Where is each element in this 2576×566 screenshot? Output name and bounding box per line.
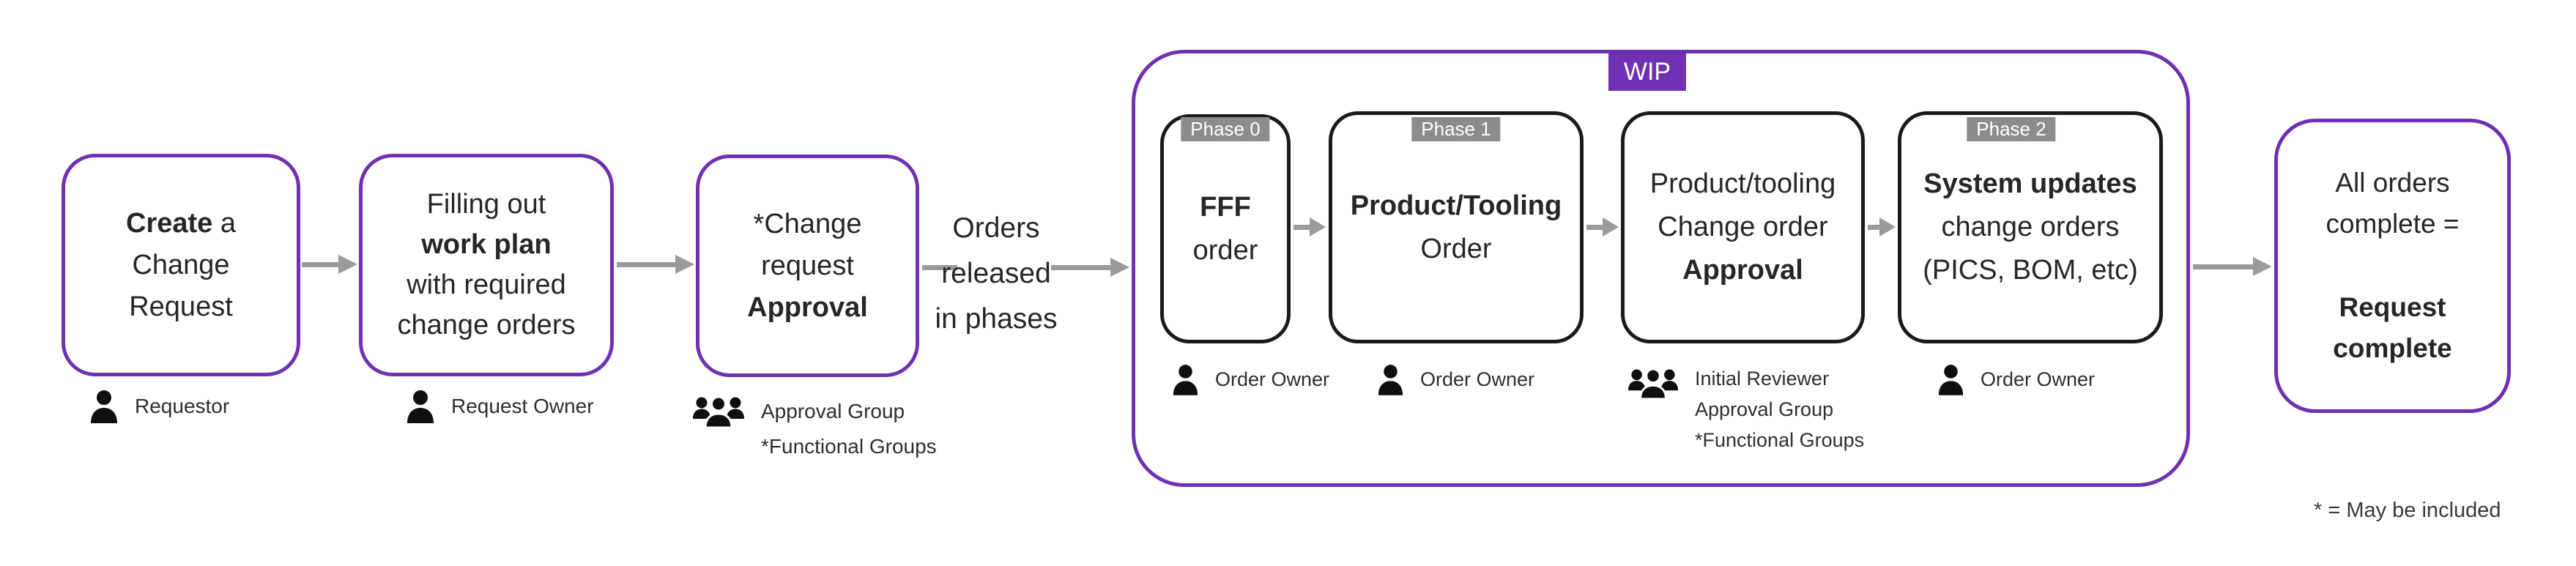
box-text-line: Create a (126, 207, 236, 239)
wip-badge: WIP (1608, 53, 1686, 91)
role-label: Request Owner (451, 395, 594, 417)
box-text-line: Product/tooling (1649, 168, 1836, 199)
change-order-approval-box: Product/tooling Change order Approval (1621, 111, 1865, 343)
box-text-line: Approval (747, 291, 868, 323)
role-label: *Functional Groups (1695, 429, 1865, 451)
box-text-line: Request (2339, 292, 2446, 322)
box-text-line: change orders (1941, 212, 2120, 242)
box-text-line: Approval (1682, 255, 1803, 286)
request-complete-box: All orders complete = Request complete (2274, 119, 2511, 413)
box-text-line: Filling out (426, 189, 546, 220)
box-text-line: Change order (1658, 212, 1828, 242)
box-text-line: All orders (2335, 168, 2450, 198)
box-text-line: complete = (2326, 209, 2460, 239)
box-text-line: work plan (421, 229, 552, 260)
step-change-request-approval-box: *Change request Approval (696, 154, 919, 377)
role-label-group: Initial Reviewer Approval Group *Functio… (1695, 363, 1864, 455)
arrow-transition-to-wip (1051, 258, 1129, 277)
person-icon (1938, 365, 1964, 395)
role-label: Approval Group (1695, 398, 1834, 420)
arrow-co-approval-to-system-updates (1868, 217, 1896, 237)
box-text-line: FFF (1200, 191, 1251, 223)
role-label: Initial Reviewer (1695, 368, 1830, 390)
transition-line: released (941, 258, 1051, 289)
transition-line: in phases (935, 303, 1058, 335)
phase2-system-updates-box: System updates change orders (PICS, BOM,… (1898, 111, 2163, 343)
box-text-line: Product/Tooling (1350, 190, 1562, 221)
phase0-fff-order-box: FFF order (1160, 114, 1291, 343)
people-group-icon (1627, 368, 1679, 399)
phase1-product-tooling-order-box: Product/Tooling Order (1329, 111, 1584, 343)
people-group-icon (693, 395, 744, 428)
phase1-badge: Phase 1 (1411, 117, 1501, 141)
step-work-plan-box: Filling out work plan with required chan… (359, 154, 614, 376)
role-label: Order Owner (1215, 368, 1330, 390)
transition-label-orders-released: Orders released in phases (912, 206, 1080, 342)
box-text-line: Request (129, 291, 233, 322)
box-text-line: Change (132, 249, 230, 280)
role-label: *Functional Groups (761, 435, 937, 458)
arrow-fff-to-product-tooling (1293, 217, 1326, 237)
box-text-line: change orders (397, 310, 576, 340)
person-icon (91, 390, 117, 423)
role-order-owner-phase2: Order Owner (1937, 364, 2095, 395)
person-icon (407, 390, 434, 423)
phase2-badge: Phase 2 (1967, 117, 2056, 141)
arrow-wip-to-complete (2193, 257, 2272, 276)
box-text-line: (PICS, BOM, etc) (1923, 255, 2138, 286)
role-label: Order Owner (1981, 368, 2096, 390)
role-label: Requestor (135, 395, 230, 417)
transition-line: Orders (952, 212, 1040, 244)
box-text-line: complete (2333, 333, 2452, 363)
person-icon (1173, 365, 1198, 395)
box-text-line: Order (1420, 233, 1492, 264)
role-request-owner: Request Owner (406, 390, 594, 423)
role-initial-reviewer-group: Initial Reviewer Approval Group *Functio… (1627, 366, 1864, 455)
box-text-line: *Change (753, 208, 862, 239)
role-label-group: Approval Group *Functional Groups (761, 394, 937, 464)
box-text-line: order (1192, 234, 1258, 266)
role-label: Order Owner (1420, 368, 1535, 390)
phase0-badge: Phase 0 (1181, 117, 1270, 141)
arrow-workplan-to-approval (617, 255, 694, 274)
step-create-change-request-box: Create a Change Request (62, 154, 300, 376)
person-icon (1378, 365, 1403, 395)
footnote: * = May be included (2314, 499, 2501, 522)
box-text-line: request (761, 250, 854, 281)
role-label: Approval Group (761, 400, 905, 422)
box-text-line: System updates (1923, 168, 2137, 199)
role-order-owner-phase1: Order Owner (1377, 364, 1534, 395)
role-requestor: Requestor (89, 390, 229, 423)
connector-line-approval-to-transition (922, 265, 957, 270)
arrow-product-tooling-to-co-approval (1586, 217, 1619, 237)
arrow-create-to-workplan (302, 255, 357, 274)
role-order-owner-phase0: Order Owner (1172, 364, 1329, 395)
box-text-line: with required (407, 269, 566, 300)
role-approval-group: Approval Group *Functional Groups (692, 394, 937, 464)
